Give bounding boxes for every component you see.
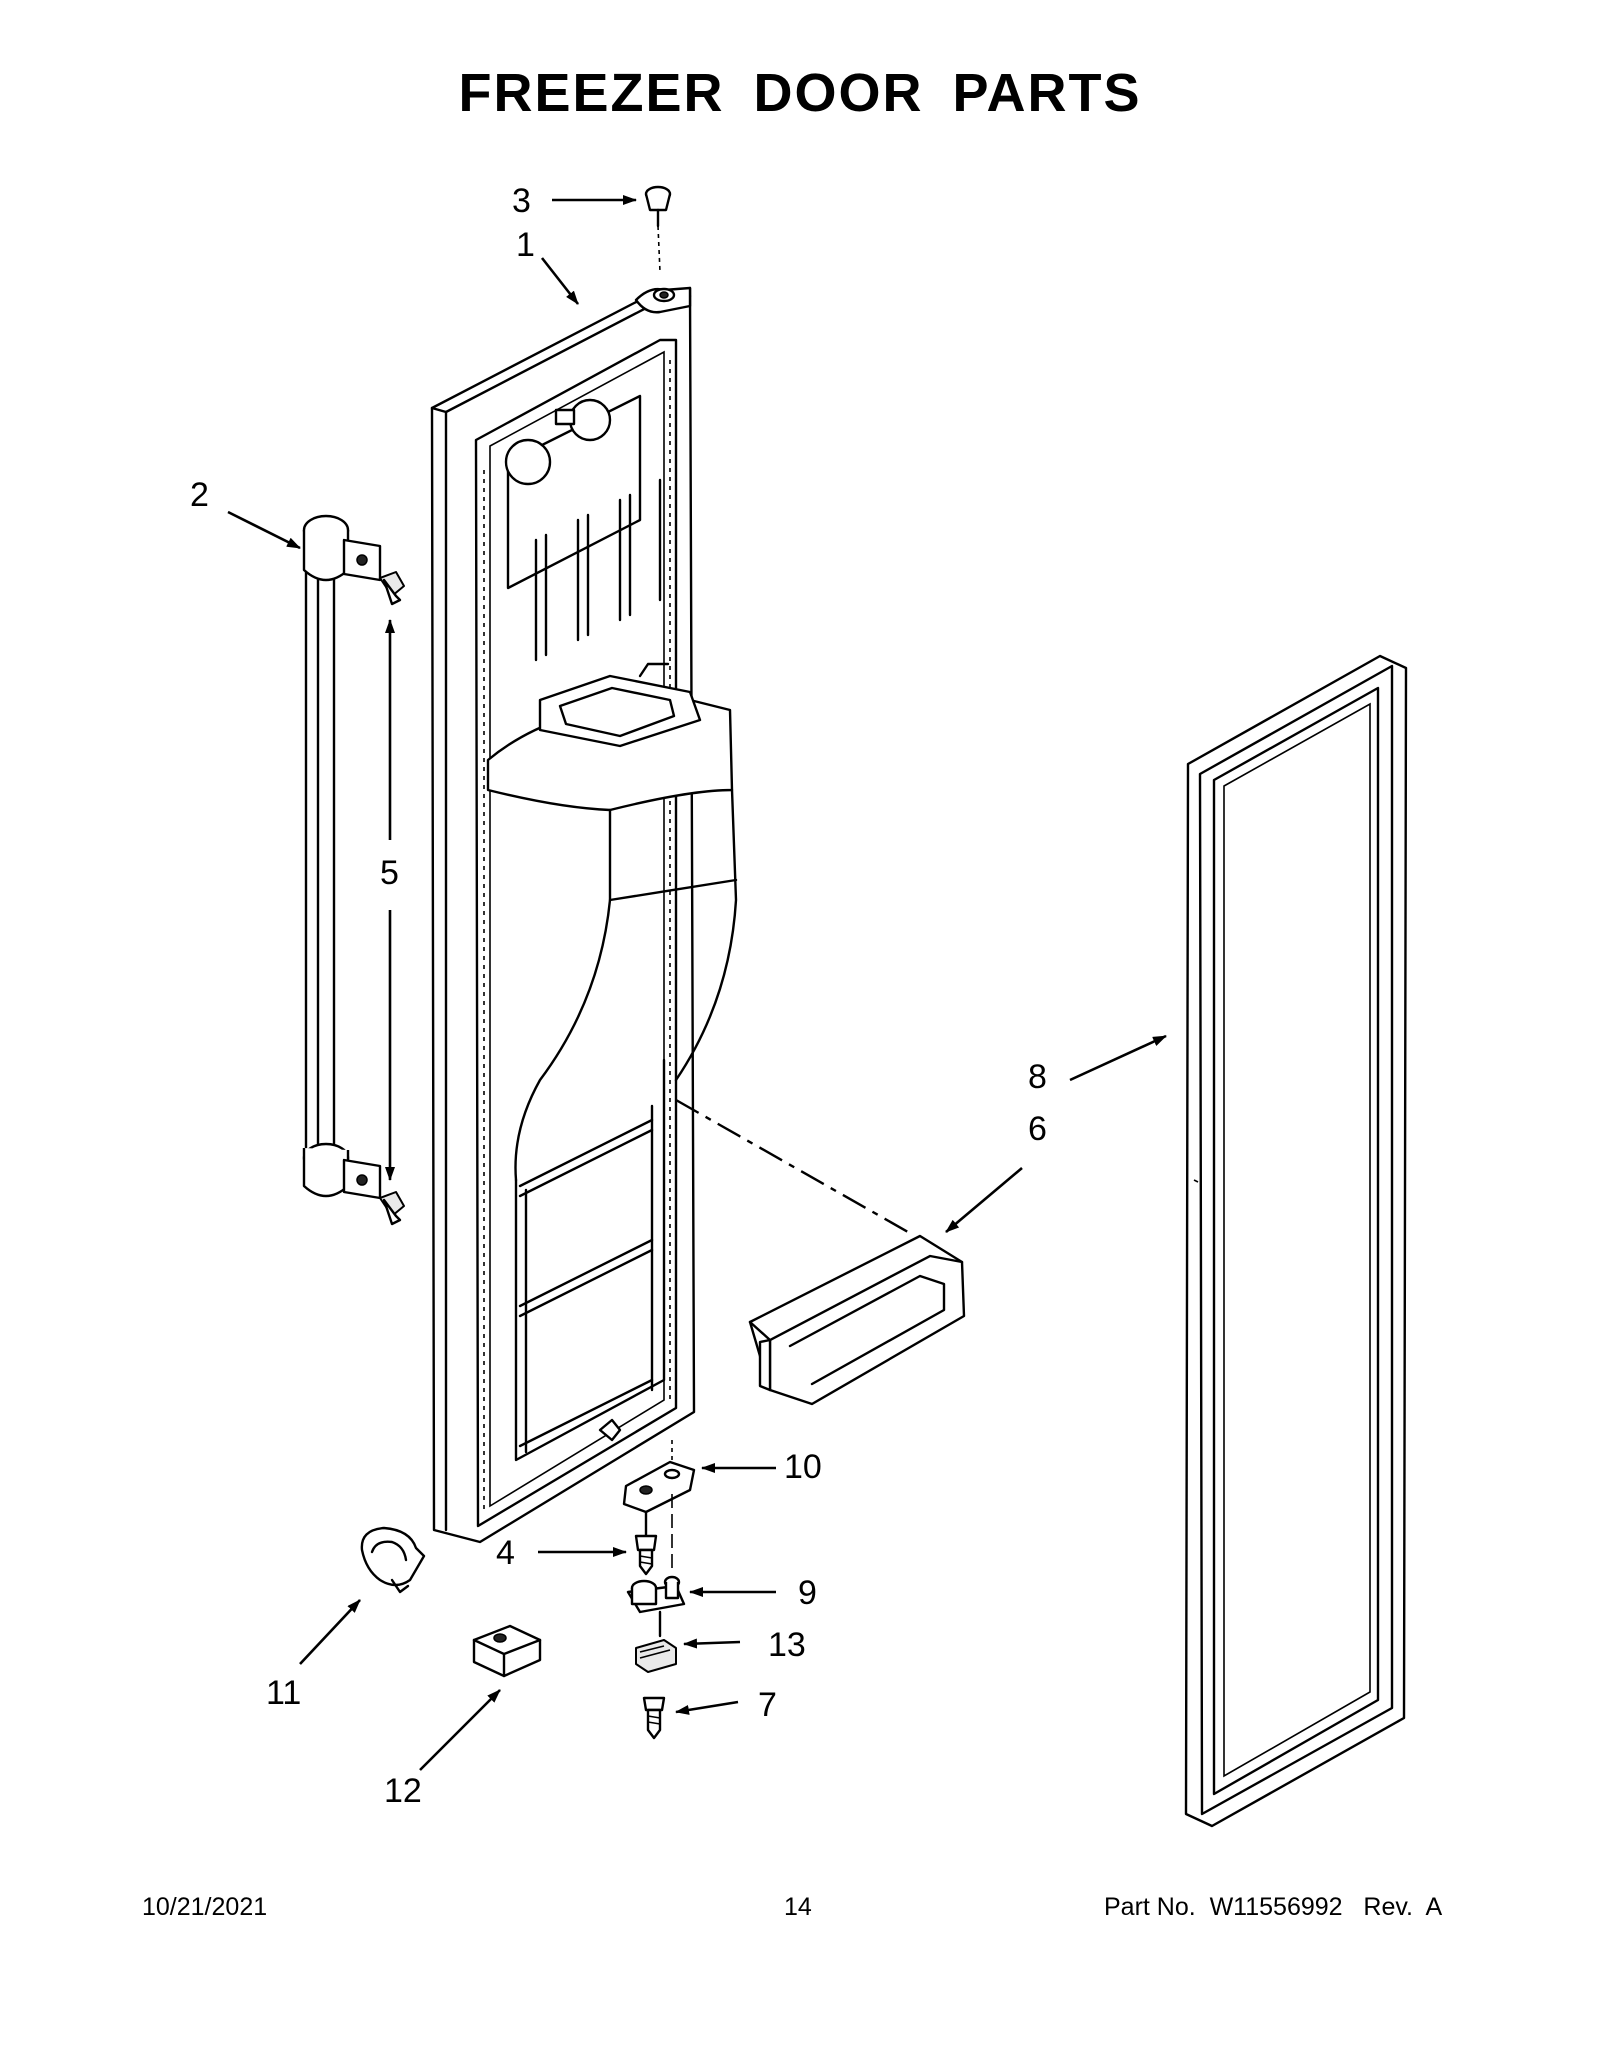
footer-date: 10/21/2021: [142, 1893, 268, 1921]
callout-4: 4: [496, 1534, 515, 1572]
hinge-cam: [635, 1639, 677, 1673]
hinge-cover: [472, 1624, 542, 1678]
callout-8: 8: [1028, 1058, 1047, 1096]
door-bin: [675, 1098, 966, 1406]
hinge-bracket: [622, 1440, 696, 1570]
callout-11: 11: [266, 1674, 302, 1712]
callout-13: 13: [768, 1626, 806, 1664]
callout-10: 10: [784, 1448, 822, 1486]
footer-part-number: Part No. W11556992 Rev. A: [1104, 1893, 1443, 1921]
callout-9: 9: [798, 1574, 817, 1612]
page-title: FREEZER DOOR PARTS: [458, 63, 1142, 123]
leader-arrows: [227, 195, 1167, 1771]
callout-7: 7: [758, 1686, 777, 1724]
bottom-screw: [642, 1696, 666, 1740]
hinge-plug: [644, 185, 672, 273]
callout-12: 12: [384, 1772, 422, 1810]
freezer-door: [430, 286, 738, 1544]
wire-clip: [360, 1526, 426, 1594]
callout-2: 2: [190, 476, 209, 514]
hinge-screw: [634, 1510, 658, 1576]
callout-1: 1: [516, 226, 535, 264]
callout-6: 6: [1028, 1110, 1047, 1148]
callout-3: 3: [512, 182, 531, 220]
hinge-assembly: [626, 1575, 686, 1638]
door-gasket: [1184, 654, 1408, 1828]
footer-page-number: 14: [784, 1893, 812, 1921]
door-handle: [302, 514, 382, 1200]
handle-screws: [379, 571, 405, 1226]
callout-5: 5: [380, 854, 399, 892]
